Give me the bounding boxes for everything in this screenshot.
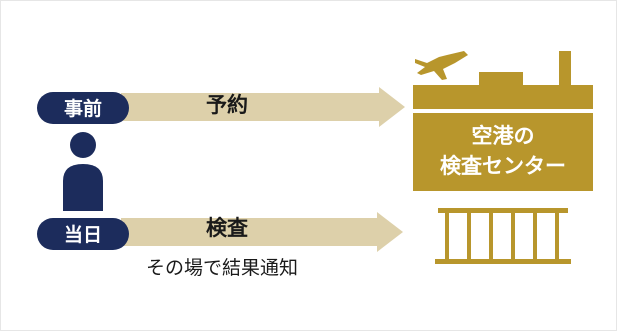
label-reservation: 予約: [206, 93, 248, 117]
badge-advance-label: 事前: [64, 97, 102, 120]
arrow-same-day: [121, 212, 403, 252]
test-center-box: [413, 113, 593, 191]
gate-icon: [435, 208, 571, 264]
test-center-line1: 空港の: [472, 124, 535, 148]
airplane-icon: [415, 51, 468, 80]
badge-same-day: [37, 218, 129, 250]
row-same-day: 当日 検査 その場で結果通知: [37, 212, 403, 279]
test-center-line2: 検査センター: [440, 154, 566, 178]
label-test: 検査: [206, 216, 248, 240]
arrow-advance: [121, 87, 405, 127]
badge-advance: [37, 92, 129, 124]
airport-building-icon: 空港の 検査センター: [413, 51, 593, 191]
row-advance: 事前 予約: [37, 87, 405, 127]
note-result-notice: その場で結果通知: [146, 257, 298, 279]
person-icon: [63, 132, 103, 211]
badge-same-day-label: 当日: [64, 223, 102, 246]
